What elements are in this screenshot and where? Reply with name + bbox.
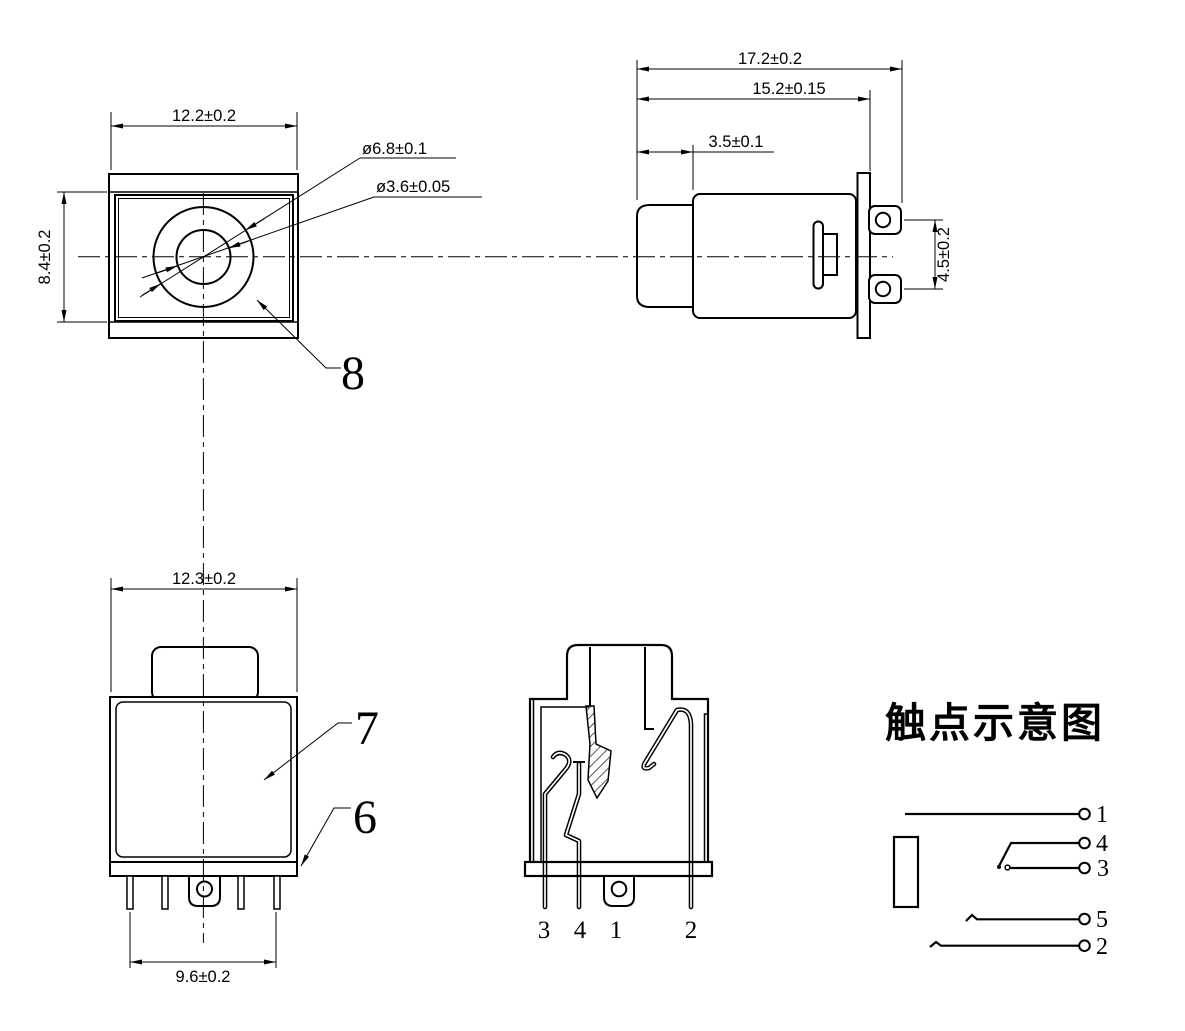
terminal-circle-3 [1078,861,1091,875]
schematic-title: 触点示意图 [885,699,1105,747]
dim-side-bushing: 3.5±0.1 [709,133,764,151]
balloon-8-leader [256,299,341,369]
switch-pivot-dot [997,865,1001,869]
schematic-line-2 [929,940,1079,948]
dim-terminal-pitch: 4.5±0.2 [935,227,953,282]
terminal-circle-4 [1078,836,1091,850]
terminal-label-3: 3 [1097,856,1109,882]
terminal-hole-upper [874,211,892,229]
switch-contact-dot [1004,864,1011,871]
bottom-pin-4 [273,875,281,910]
bottom-bushing [151,646,259,702]
terminal-circle-1 [1078,807,1091,821]
front-face-outer [114,194,294,322]
section-pin-label-3: 3 [538,917,551,944]
contact-schematic: 触点示意图 1 4 3 5 2 [885,699,1109,960]
section-outline [528,643,710,862]
dim-front-height: 8.4±0.2 [36,230,54,285]
schematic-line-5 [965,913,1079,922]
balloon-6: 6 [353,791,377,844]
section-view: 3 4 1 2 [523,643,714,944]
dim-dia-inner: ø3.6±0.05 [376,178,450,196]
dim-dia-outer: ø6.8±0.1 [362,140,427,158]
balloon-8: 8 [341,347,365,400]
schematic-line-4 [998,841,1079,867]
leader-dia-inner-line [141,196,375,279]
front-view-dimensions: 12.2±0.2 8.4±0.2 ø6.8±0.1 ø3.6±0.05 8 [36,107,482,400]
plug-symbol [892,835,920,909]
terminal-circle-5 [1078,912,1091,926]
bottom-pin-3 [237,875,245,910]
bottom-pin-2 [161,875,169,910]
section-wall-inner-right [703,713,708,862]
terminal-label-4: 4 [1096,831,1108,857]
bottom-lug-hole [196,880,213,898]
side-key-block [821,233,838,276]
bottom-view-dimensions: 12.3±0.2 9.6±0.2 7 6 [110,570,379,986]
section-pin-label-2: 2 [685,917,698,944]
centerlines [78,193,893,943]
balloon-7-leader [263,722,352,781]
section-slot-right-line [644,647,654,730]
contact-spring-2 [641,707,694,910]
front-face-inner [118,198,290,318]
side-key-pill [812,220,824,290]
section-cavity-left [540,706,589,862]
dim-bottom-width: 12.3±0.2 [172,570,236,588]
side-bushing [636,204,696,308]
bottom-pin-1 [126,875,134,910]
dim-side-overall: 17.2±0.2 [738,50,802,68]
balloon-7: 7 [355,702,379,755]
contact-spring-3-core [544,752,571,908]
section-pin-label-4: 4 [574,917,587,944]
section-lug-hole [610,880,628,898]
side-view [636,172,902,339]
dim-front-width: 12.2±0.2 [172,107,236,125]
terminal-label-2: 2 [1096,934,1108,960]
section-pin-label-1: 1 [610,917,623,944]
terminal-label-5: 5 [1096,907,1108,933]
dim-side-body: 15.2±0.15 [752,80,825,98]
side-view-dimensions: 17.2±0.2 15.2±0.15 3.5±0.1 4.5±0.2 [636,50,953,290]
terminal-hole-lower [874,280,892,298]
section-base-plate [523,860,714,878]
balloon-6-leader [300,807,351,867]
insulator-hatched [585,705,612,800]
dim-pin-span: 9.6±0.2 [176,968,231,986]
terminal-label-1: 1 [1096,802,1108,828]
side-flange [856,172,871,339]
terminal-circle-2 [1078,939,1091,953]
contact-spring-2-core [642,708,692,908]
